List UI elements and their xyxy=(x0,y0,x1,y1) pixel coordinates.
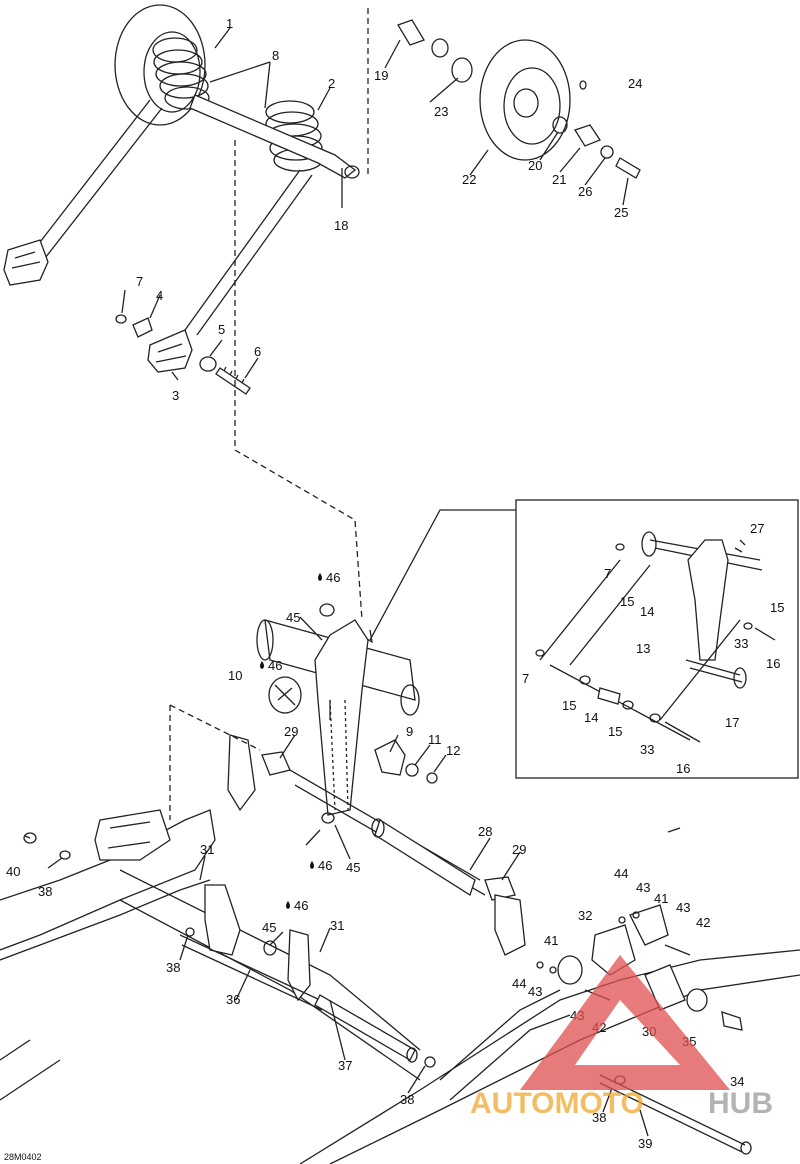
callout: 38 xyxy=(400,1092,414,1107)
callout: 14 xyxy=(584,710,598,725)
callout: 45 xyxy=(286,610,300,625)
callout: 15 xyxy=(620,594,634,609)
callout: 7 xyxy=(136,274,143,289)
callout: 38 xyxy=(592,1110,606,1125)
callout: 16 xyxy=(766,656,780,671)
callout: 5 xyxy=(218,322,225,337)
callout: 38 xyxy=(166,960,180,975)
callout: 44 xyxy=(614,866,628,881)
callout: 3 xyxy=(172,388,179,403)
callout: 18 xyxy=(334,218,348,233)
callout: 43 xyxy=(528,984,542,999)
callout: 29 xyxy=(284,724,298,739)
drawing-code: 28M0402 xyxy=(4,1152,42,1162)
callout: 37 xyxy=(338,1058,352,1073)
callout: 19 xyxy=(374,68,388,83)
callout: 43 xyxy=(676,900,690,915)
callout: 44 xyxy=(512,976,526,991)
callout: 31 xyxy=(200,842,214,857)
callout: 17 xyxy=(725,715,739,730)
callout: 15 xyxy=(608,724,622,739)
callout: 25 xyxy=(614,205,628,220)
callout: 40 xyxy=(6,864,20,879)
callout: 1 xyxy=(226,16,233,31)
callout: 46 xyxy=(268,658,282,673)
callout: 14 xyxy=(640,604,654,619)
callout: 34 xyxy=(730,1074,744,1089)
callout: 16 xyxy=(676,761,690,776)
callout: 42 xyxy=(696,915,710,930)
drop-icon xyxy=(260,573,322,909)
callout: 41 xyxy=(544,933,558,948)
callout: 36 xyxy=(226,992,240,1007)
callout: 33 xyxy=(734,636,748,651)
callout: 2 xyxy=(328,76,335,91)
callout: 11 xyxy=(428,732,442,747)
callout: 7 xyxy=(604,566,611,581)
callout: 12 xyxy=(446,743,460,758)
callout: 20 xyxy=(528,158,542,173)
callout: 27 xyxy=(750,521,764,536)
callout: 9 xyxy=(406,724,413,739)
callout: 24 xyxy=(628,76,642,91)
callout: 4 xyxy=(156,288,163,303)
callout: 21 xyxy=(552,172,566,187)
callout: 15 xyxy=(562,698,576,713)
callout: 43 xyxy=(636,880,650,895)
callout: 28 xyxy=(478,824,492,839)
callout: 22 xyxy=(462,172,476,187)
callout: 31 xyxy=(330,918,344,933)
callout: 33 xyxy=(640,742,654,757)
callout: 10 xyxy=(228,668,242,683)
callout: 13 xyxy=(636,641,650,656)
callout: 6 xyxy=(254,344,261,359)
callout: 41 xyxy=(654,891,668,906)
callout: 46 xyxy=(318,858,332,873)
callout: 23 xyxy=(434,104,448,119)
callout: 38 xyxy=(38,884,52,899)
callout: 39 xyxy=(638,1136,652,1151)
watermark-text-b: HUB xyxy=(708,1087,773,1120)
callout: 45 xyxy=(346,860,360,875)
callout: 15 xyxy=(770,600,784,615)
callout: 29 xyxy=(512,842,526,857)
watermark-logo: AUTOMOTO HUB xyxy=(470,955,773,1120)
callout: 46 xyxy=(294,898,308,913)
callout: 45 xyxy=(262,920,276,935)
callout: 7 xyxy=(522,671,529,686)
callout: 32 xyxy=(578,908,592,923)
callout: 26 xyxy=(578,184,592,199)
watermark-text-a: AUTOMOTO xyxy=(470,1087,644,1120)
callout: 8 xyxy=(272,48,279,63)
callout: 46 xyxy=(326,570,340,585)
